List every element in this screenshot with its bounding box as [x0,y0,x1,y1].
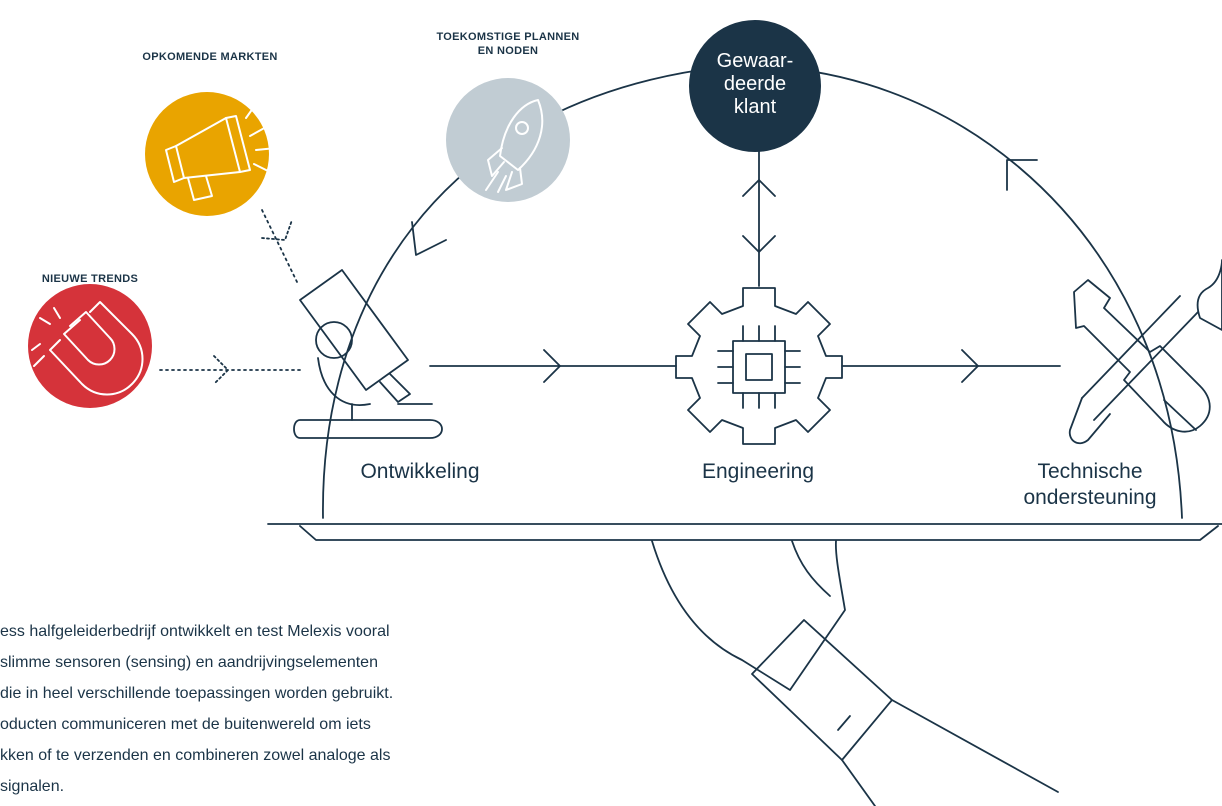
gear-chip-icon [675,287,843,445]
sleeve-mark [837,715,851,731]
description-text: ess halfgeleiderbedrijf ontwikkelt en te… [0,616,610,802]
flow-arrow-1 [543,349,561,383]
client-link-arrow-up [742,179,776,197]
microscope-icon [293,269,443,439]
flow-arrow-2 [961,349,979,383]
markets-dotted-link [261,209,299,285]
client-circle [689,20,821,152]
future-circle [446,78,570,202]
stage-engineering: Engineering [701,460,815,483]
description-line: signalen. [0,778,65,795]
tray-plate [299,525,1219,541]
trends-label: NIEUWE TRENDS [41,273,139,285]
hand-finger [791,540,831,597]
megaphone-icon-front [165,103,277,201]
stage-development: Ontwikkeling [360,460,480,483]
sleeve [751,619,893,761]
client-label-line3: klant [733,96,777,118]
arm-bottom [841,759,876,806]
trends-dotted-arrow [213,355,229,385]
arm-top [891,699,1059,793]
client-label: Gewaar- deerde klant [700,50,810,119]
stage-support-line2: ondersteuning [1023,486,1157,509]
markets-dotted-arrow [261,219,293,241]
description-line: kken of te verzenden en combineren zowel… [0,747,391,764]
description-line: oducten communiceren met de buitenwereld… [0,716,371,733]
hand-outline [651,540,846,691]
markets-label: OPKOMENDE MARKTEN [142,51,278,63]
stage-support: Technische ondersteuning [1000,459,1180,511]
future-label-line2: EN NODEN [477,45,539,57]
future-label-line1: TOEKOMSTIGE PLANNEN [436,31,580,43]
rocket-icon-front [485,99,544,193]
future-label: TOEKOMSTIGE PLANNEN EN NODEN [408,30,608,58]
arc-arrow-right [1006,159,1038,191]
description-line: ess halfgeleiderbedrijf ontwikkelt en te… [0,623,390,640]
description-line: slimme sensoren (sensing) en aandrijving… [0,654,378,671]
stage-support-line1: Technische [1037,460,1143,483]
client-label-line1: Gewaar- [716,50,794,72]
arc-arrow-left [411,221,447,256]
wrench-screwdriver-icon [1068,259,1222,445]
description-line: die in heel verschillende toepassingen w… [0,685,394,702]
client-link-arrow-down [742,235,776,253]
client-label-line2: deerde [723,73,787,95]
magnet-icon-front [31,301,144,396]
